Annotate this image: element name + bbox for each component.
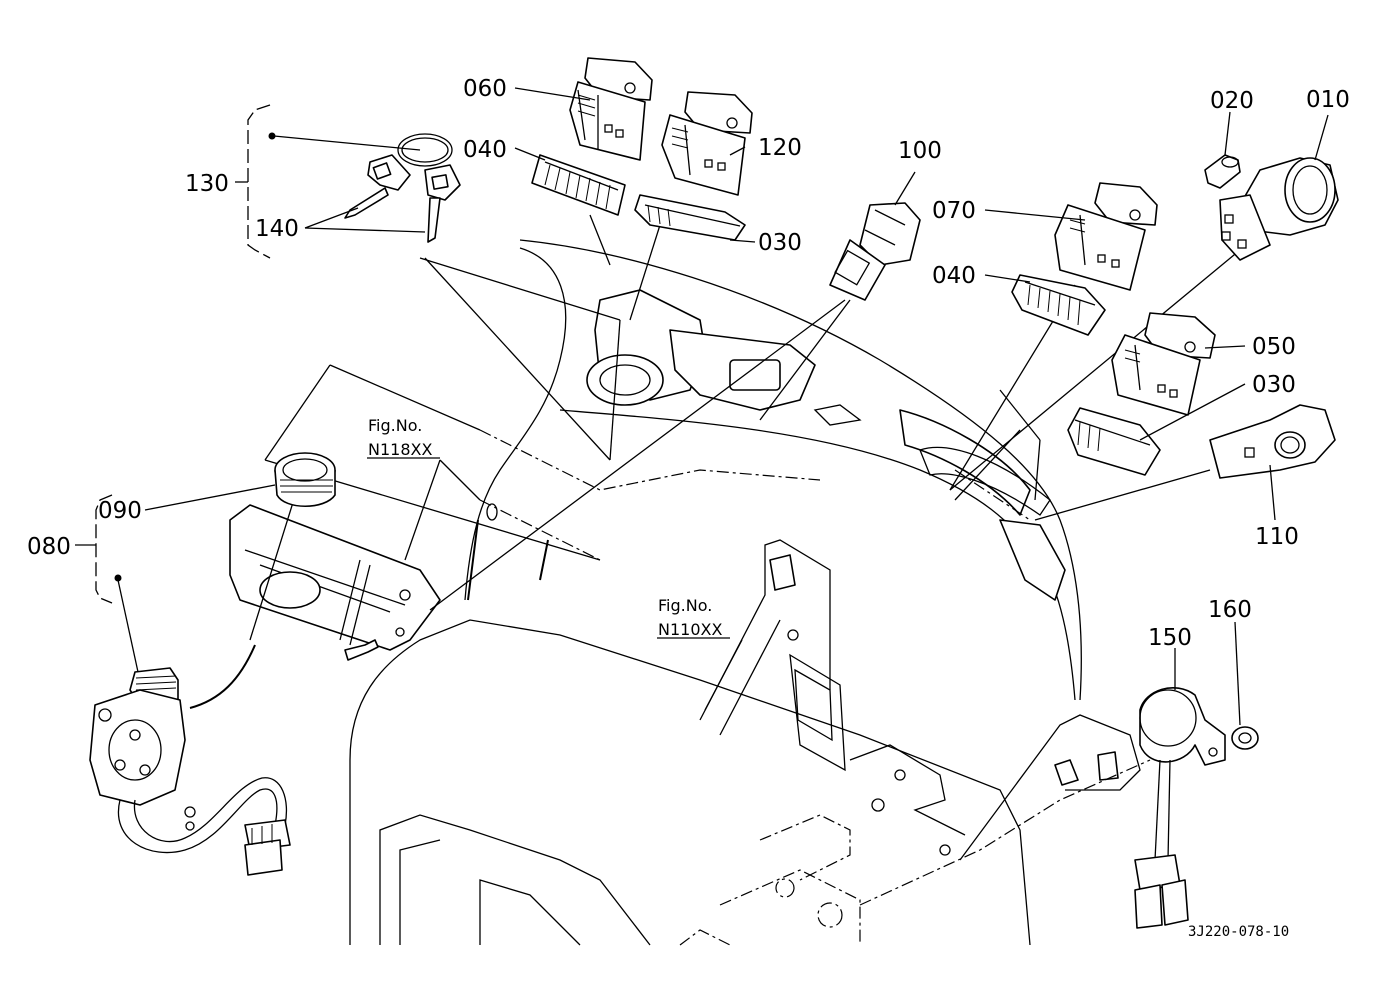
label-130: 130 (185, 171, 229, 197)
label-040-left: 040 (463, 137, 507, 163)
bezel-040-left (531, 154, 626, 216)
label-030-right: 030 (1252, 372, 1296, 398)
fig-ref-2-code: N110XX (658, 620, 722, 639)
switch-050 (1111, 312, 1216, 416)
fig-ref-1-title: Fig.No. (368, 416, 422, 435)
label-060: 060 (463, 76, 507, 102)
label-040-right: 040 (932, 263, 976, 289)
bezel-030-left (634, 194, 746, 241)
switch-bracket (189, 504, 441, 709)
fig-ref-2-title: Fig.No. (658, 596, 712, 615)
drawing-code: 3J220-078-10 (1188, 924, 1289, 940)
switch-070 (1054, 182, 1158, 291)
buzzer-150 (1134, 686, 1226, 929)
bulb-020 (1204, 154, 1241, 189)
figure-references: Fig.No. N118XX Fig.No. N110XX (368, 416, 722, 639)
key-set (247, 104, 461, 259)
label-020: 020 (1210, 88, 1254, 114)
fig-ref-1-code: N118XX (368, 440, 432, 459)
label-160: 160 (1208, 597, 1252, 623)
switch-120 (661, 91, 753, 196)
label-090: 090 (98, 498, 142, 524)
part-labels: 060 040 120 030 100 070 040 050 030 110 … (27, 76, 1350, 651)
switch-110 (1209, 404, 1336, 479)
label-110: 110 (1255, 524, 1299, 550)
label-010: 010 (1306, 87, 1350, 113)
bezel-030-right (1067, 407, 1161, 476)
key-switch-010 (1219, 157, 1339, 261)
label-030-left: 030 (758, 230, 802, 256)
nut-160 (1231, 726, 1259, 750)
label-140: 140 (255, 216, 299, 242)
lower-frame (349, 539, 1151, 946)
label-120: 120 (758, 135, 802, 161)
label-080: 080 (27, 534, 71, 560)
dashboard-panel (464, 239, 1082, 701)
ignition-080 (89, 494, 291, 876)
leader-lines (249, 214, 1241, 641)
label-150: 150 (1148, 625, 1192, 651)
bezel-040-right (1011, 274, 1106, 336)
switch-100 (829, 202, 921, 301)
label-100: 100 (898, 138, 942, 164)
switch-060 (569, 57, 653, 161)
label-050: 050 (1252, 334, 1296, 360)
label-070: 070 (932, 198, 976, 224)
ring-090 (274, 452, 336, 507)
label-leaders (75, 87, 1329, 726)
